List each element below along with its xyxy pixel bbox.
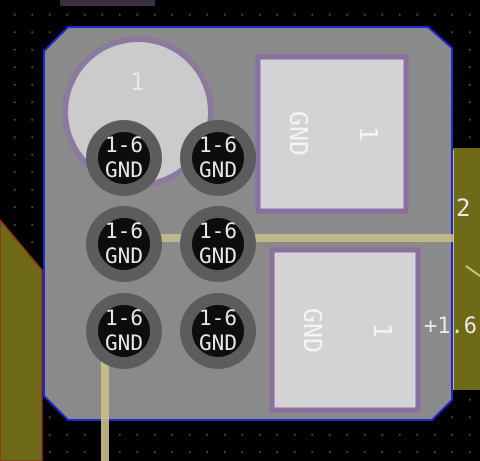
right-net-label: +1.6: [424, 314, 477, 339]
pad-top-net: GND: [284, 110, 314, 157]
via-hole: [192, 132, 244, 184]
via-hole: [192, 305, 244, 357]
via-pad-range: 1-6: [105, 306, 143, 330]
via-pad-range: 1-6: [105, 219, 143, 243]
via-net: GND: [105, 244, 143, 268]
via-label: 1-6 GND: [178, 219, 258, 269]
top-edge-artifact: [60, 0, 155, 6]
pad-bottom-net: GND: [298, 307, 328, 354]
trace-horizontal: [104, 234, 454, 242]
via-hole: [98, 305, 150, 357]
via-net: GND: [199, 331, 237, 355]
pad-top-number: 1: [354, 125, 384, 142]
trace-vertical: [101, 340, 109, 461]
right-trace-diagonal: [465, 265, 480, 277]
via-label: 1-6 GND: [84, 306, 164, 356]
via-pad-range: 1-6: [199, 219, 237, 243]
via-hole: [98, 132, 150, 184]
pad-bottom-number: 1: [368, 322, 398, 339]
via-hole: [98, 218, 150, 270]
smd-pad-bottom[interactable]: [269, 247, 421, 413]
via-net: GND: [199, 158, 237, 182]
via-label: 1-6 GND: [178, 306, 258, 356]
via-hole: [192, 218, 244, 270]
via-pad-range: 1-6: [105, 133, 143, 157]
right-pad-number: 2: [456, 194, 471, 222]
smd-pad-top[interactable]: [255, 54, 409, 214]
via-pad-range: 1-6: [199, 306, 237, 330]
mount-hole-label: 1: [130, 68, 145, 96]
via-label: 1-6 GND: [178, 133, 258, 183]
via-net: GND: [199, 244, 237, 268]
via-label: 1-6 GND: [84, 133, 164, 183]
left-olive-copper: [0, 218, 43, 461]
via-label: 1-6 GND: [84, 219, 164, 269]
via-pad-range: 1-6: [199, 133, 237, 157]
right-olive-copper: [452, 148, 480, 390]
via-grid: [86, 120, 256, 369]
via-net: GND: [105, 331, 143, 355]
via-net: GND: [105, 158, 143, 182]
